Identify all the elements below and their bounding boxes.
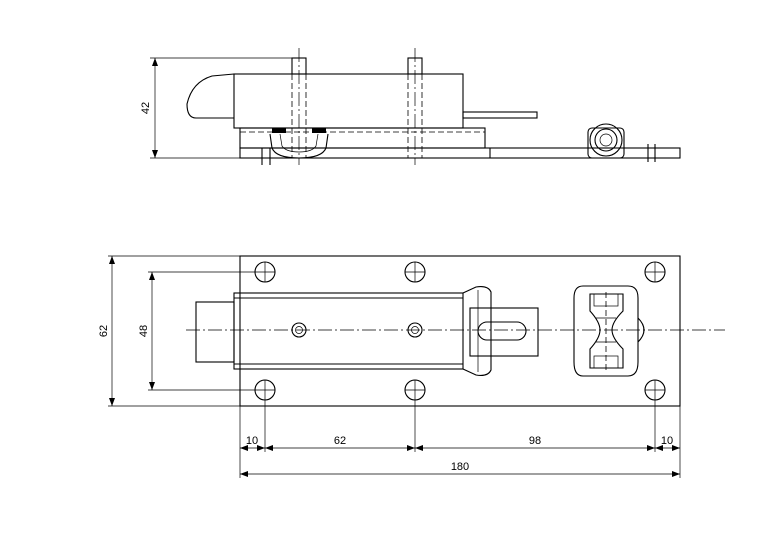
horizontal-extension-lines — [239, 400, 681, 478]
chain-dimensions: 10 62 98 10 — [240, 435, 680, 451]
arrow — [647, 445, 655, 451]
dimension-42: 42 — [140, 57, 292, 159]
side-keeper-block — [587, 127, 625, 159]
side-keeper-ring-hole — [599, 133, 613, 147]
pin-center — [295, 326, 303, 334]
countersink-fill — [272, 128, 286, 133]
dim-label-180: 180 — [451, 461, 469, 473]
side-keeper-ring — [589, 123, 623, 157]
keeper-inner — [589, 293, 624, 369]
dim-label-10-right: 10 — [661, 435, 673, 447]
side-knob-handle — [186, 73, 235, 119]
top-housing-flange — [462, 286, 492, 376]
pin-center — [411, 326, 419, 334]
dimension-180: 180 — [240, 461, 680, 477]
keeper-tab — [637, 317, 645, 343]
arrow — [655, 445, 663, 451]
side-catch — [269, 133, 329, 159]
top-knob — [195, 301, 235, 363]
pin-head — [291, 322, 307, 338]
arrow — [407, 445, 415, 451]
dimension-62-vertical: 62 — [98, 255, 240, 407]
arrow — [672, 471, 680, 477]
pin-head — [407, 322, 423, 338]
rod-slot — [477, 321, 527, 341]
arrow — [152, 58, 158, 66]
mounting-holes — [254, 261, 666, 401]
side-keeper-ring-inner — [594, 128, 618, 152]
arrow — [149, 272, 155, 280]
arrow — [240, 445, 248, 451]
arrow — [257, 445, 265, 451]
side-bolt-body — [233, 73, 464, 129]
side-view — [186, 48, 681, 165]
keeper-outline — [573, 285, 639, 377]
dim-label-42: 42 — [140, 102, 152, 114]
top-keeper — [573, 285, 645, 377]
arrow — [265, 445, 273, 451]
side-rod — [462, 111, 538, 119]
top-view — [186, 255, 725, 407]
dim-label-98: 98 — [529, 435, 541, 447]
arrow — [152, 150, 158, 158]
arrow — [240, 471, 248, 477]
dimension-48: 48 — [138, 271, 255, 391]
arrow — [149, 382, 155, 390]
dim-label-10-left: 10 — [246, 435, 258, 447]
dim-label-48: 48 — [138, 325, 150, 337]
side-catch-inner — [279, 133, 319, 153]
dim-label-62-vertical: 62 — [98, 325, 110, 337]
hole-crosshairs — [255, 262, 665, 400]
arrow — [109, 256, 115, 264]
countersink-fill — [312, 128, 326, 133]
arrow — [415, 445, 423, 451]
arrow — [672, 445, 680, 451]
top-slotted-rod — [469, 307, 539, 357]
top-bolt-housing — [233, 292, 464, 370]
arrow — [109, 398, 115, 406]
dim-label-62-horizontal: 62 — [334, 435, 346, 447]
